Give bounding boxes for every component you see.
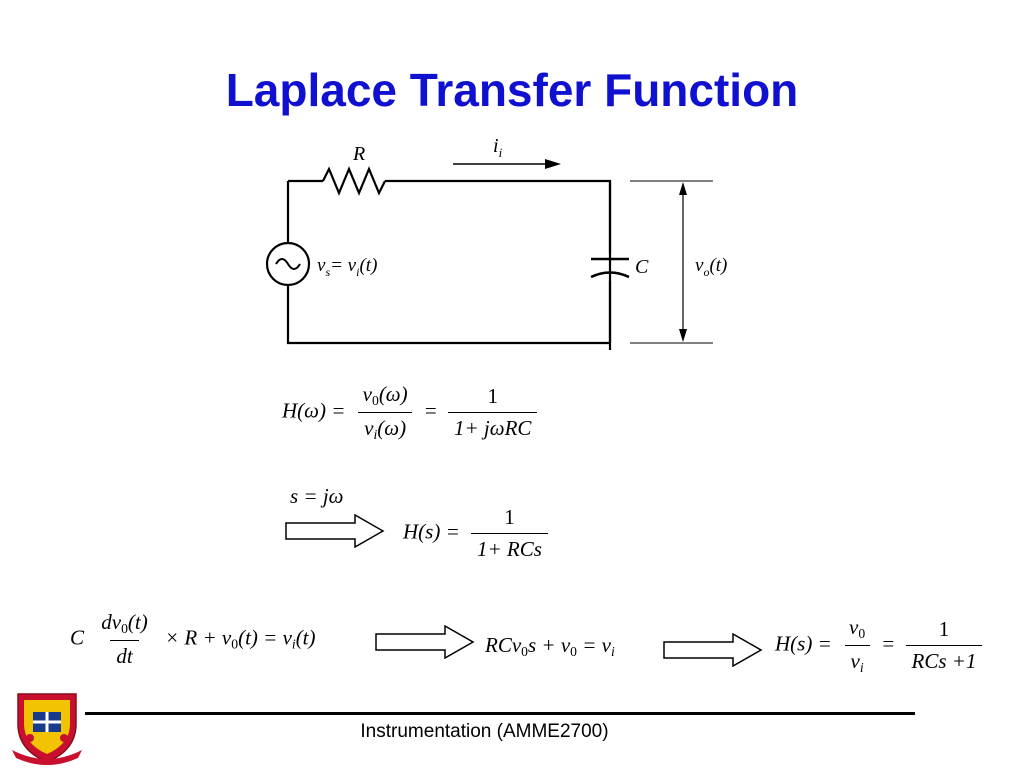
slide-title: Laplace Transfer Function (225, 64, 799, 116)
capacitor-symbol (590, 257, 630, 279)
current-arrow-icon (545, 159, 561, 169)
resistor-label: R (352, 143, 365, 165)
university-crest-icon (12, 693, 82, 765)
source-label: vs= vi(t) (317, 255, 377, 279)
footer-course-label: Instrumentation (AMME2700) (360, 721, 609, 742)
equation-transfer-function-result: H(s) = v0 vi = 1 RCs +1 (775, 615, 988, 676)
arrow-right-icon (285, 514, 385, 548)
arrow-right-icon (375, 625, 475, 659)
equation-laplace-transfer: H(s) = 1 1+ RCs (403, 505, 554, 562)
rc-circuit-diagram: R ii vs= vi(t) C vo(t) (265, 135, 727, 350)
output-voltage-label: vo(t) (695, 255, 727, 279)
substitution-label: s = jω (290, 484, 344, 508)
equation-laplace-domain: RCv0s + v0 = vi (485, 633, 615, 660)
current-label: ii (493, 135, 503, 160)
capacitor-label: C (635, 256, 649, 278)
footer-divider (85, 712, 915, 715)
equation-frequency-response: H(ω) = v0(ω) vi(ω) = 1 1+ jωRC (282, 382, 543, 443)
arrow-right-icon (663, 633, 763, 667)
resistor-zigzag (322, 166, 386, 196)
equation-differential: C dv0(t) dt × R + v0(t) = vi(t) (70, 610, 316, 669)
